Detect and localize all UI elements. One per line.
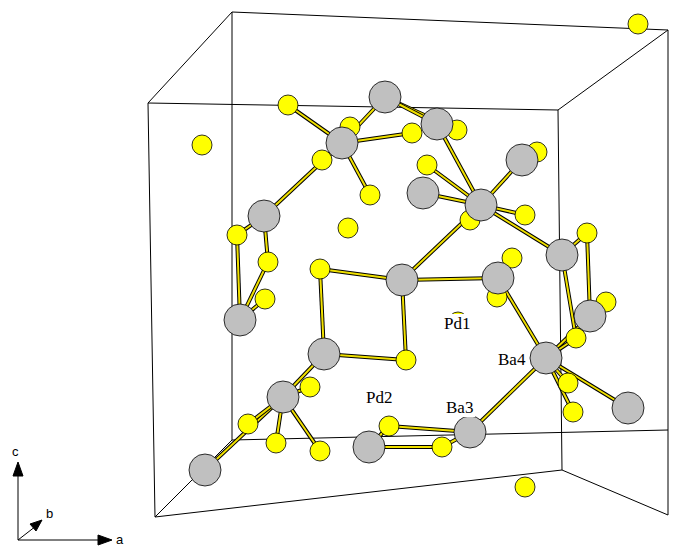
ba-atom <box>506 144 538 176</box>
atom-label: Ba3 <box>444 398 475 417</box>
ba-atom <box>224 304 256 336</box>
pd-atom <box>402 123 422 143</box>
ba-atom <box>454 416 486 448</box>
pd-atom <box>227 225 247 245</box>
pd-atom <box>577 223 597 243</box>
pd-atom <box>432 437 452 457</box>
pd-atom <box>628 14 648 34</box>
pd-atom <box>278 95 298 115</box>
unit-cell <box>148 12 668 517</box>
ba-atom <box>267 381 299 413</box>
pd-atom <box>417 155 437 175</box>
pd-atom <box>255 289 275 309</box>
pd-atom <box>310 441 330 461</box>
pd-atom <box>238 414 258 434</box>
pd-atom <box>338 218 358 238</box>
atom-label: Pd2 <box>364 388 394 407</box>
ba-atom <box>546 239 578 271</box>
pd-atom <box>360 185 380 205</box>
pd-atom <box>192 135 212 155</box>
ba-atom <box>421 108 453 140</box>
ba-atom <box>465 189 497 221</box>
atom-label: Pd1 <box>442 314 472 333</box>
pd-atom <box>266 433 286 453</box>
ba-atom <box>369 81 401 113</box>
pd-atom <box>515 205 535 225</box>
axis-label: a <box>114 532 125 547</box>
ba-atom <box>353 431 385 463</box>
pd-atom <box>563 402 583 422</box>
ba-atom <box>530 342 562 374</box>
ba-atom <box>482 262 514 294</box>
atoms <box>189 14 648 497</box>
pd-atom <box>566 328 586 348</box>
pd-atom <box>379 416 399 436</box>
ba-atom <box>326 127 358 159</box>
pd-atom <box>558 373 578 393</box>
pd-atom <box>515 477 535 497</box>
pd-atom <box>396 350 416 370</box>
pd-atom <box>300 377 320 397</box>
axis-label: c <box>10 444 21 459</box>
ba-atom <box>574 300 606 332</box>
ba-atom <box>248 200 280 232</box>
ba-atom <box>407 177 439 209</box>
ba-atom <box>386 264 418 296</box>
ba-atom <box>189 454 221 486</box>
ba-atom <box>612 392 644 424</box>
ba-atom <box>308 338 340 370</box>
atom-label: Ba4 <box>496 350 527 369</box>
pd-atom <box>312 150 332 170</box>
axes <box>13 462 112 545</box>
pd-atom <box>258 252 278 272</box>
axis-label: b <box>44 506 55 521</box>
pd-atom <box>310 259 330 279</box>
bonds <box>205 97 628 470</box>
